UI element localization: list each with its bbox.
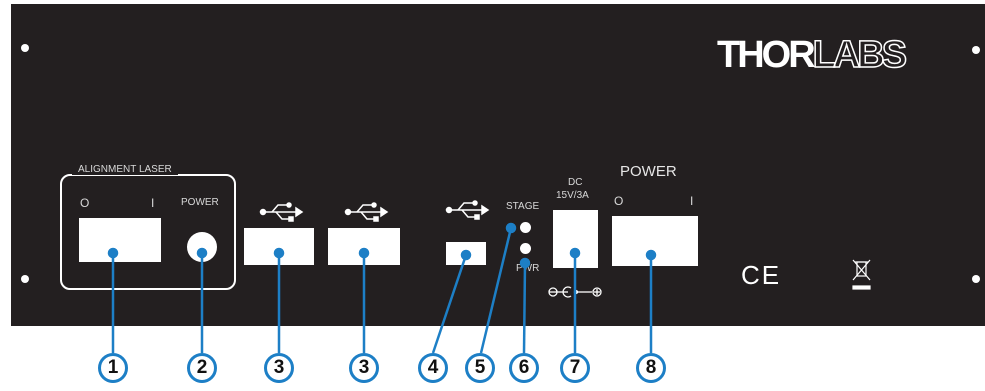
usb-icon [344, 202, 389, 222]
usb-icon [259, 202, 304, 222]
screw-top-right [972, 46, 980, 54]
callout-8: 8 [636, 353, 666, 383]
dc-rating: 15V/3A [556, 190, 589, 201]
ce-mark: CE [741, 260, 782, 290]
callout-5: 5 [465, 353, 495, 383]
main-power-off-symbol: O [614, 194, 624, 208]
stage-led [520, 222, 531, 233]
leader-lines [107, 222, 657, 354]
alignment-laser-title: ALIGNMENT LASER [72, 165, 178, 175]
callout-3b: 3 [349, 353, 379, 383]
callout-4: 4 [418, 353, 448, 383]
screw-bottom-left [21, 275, 29, 283]
laser-switch[interactable] [79, 218, 161, 262]
thorlabs-logo: THORLABS [717, 34, 908, 76]
callout-1: 1 [98, 353, 128, 383]
main-power-title: POWER [620, 163, 677, 180]
main-power-on-symbol: I [690, 194, 694, 208]
logo-labs: LABS [812, 34, 908, 76]
leader-line-5 [479, 227, 513, 354]
callout-2: 2 [187, 353, 217, 383]
logo-thor: THOR [717, 34, 816, 76]
laser-off-symbol: O [80, 196, 90, 210]
pwr-label: PWR [516, 263, 540, 274]
callout-6: 6 [509, 353, 539, 383]
screw-top-left [21, 44, 29, 52]
pwr-led [520, 243, 531, 254]
dc-label: DC [568, 177, 583, 188]
leader-line-4 [431, 254, 468, 354]
weee-bin-icon [852, 259, 871, 290]
leader-line-6 [522, 262, 527, 354]
screw-bottom-right [972, 275, 980, 283]
laser-power-label: POWER [181, 197, 219, 208]
callout-3a: 3 [264, 353, 294, 383]
callout-7: 7 [560, 353, 590, 383]
alignment-laser-group [60, 174, 236, 290]
stage-label: STAGE [506, 201, 540, 212]
laser-on-symbol: I [151, 196, 155, 210]
usb-icon [445, 200, 490, 220]
